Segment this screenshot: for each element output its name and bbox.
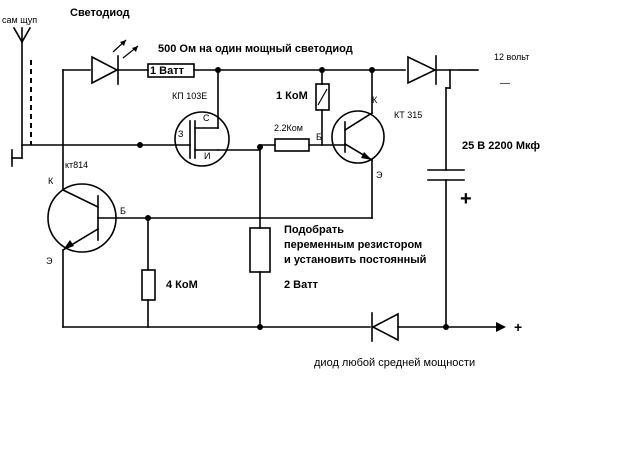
label-fet: КП 103Е bbox=[172, 91, 207, 101]
label-kt814-k: К bbox=[48, 176, 54, 186]
label-plus: + bbox=[514, 319, 522, 335]
label-kt315-e: Э bbox=[376, 170, 383, 180]
label-led: Светодиод bbox=[70, 7, 130, 19]
label-12-volt: 12 вольт bbox=[494, 52, 529, 62]
label-kt315-b: Б bbox=[316, 132, 322, 142]
resistor-4k bbox=[141, 217, 156, 328]
label-1-watt: 1 Ватт bbox=[150, 65, 185, 77]
resistor-500-ohm bbox=[147, 63, 373, 78]
label-pick-2: переменным резистором bbox=[284, 239, 422, 251]
label-probe: сам щуп bbox=[2, 15, 37, 25]
resistor-1k bbox=[315, 69, 330, 146]
label-kt814-e: Э bbox=[46, 256, 53, 266]
junction-dot bbox=[145, 215, 151, 221]
label-pick-1: Подобрать bbox=[284, 224, 344, 236]
label-12-volt-minus: — bbox=[500, 78, 510, 89]
label-4kom: 4 КоМ bbox=[166, 279, 198, 291]
led-symbol bbox=[91, 39, 149, 85]
arrow-plus bbox=[496, 322, 506, 332]
resistor-adjust bbox=[249, 149, 271, 328]
transistor-kt315 bbox=[331, 69, 385, 219]
label-fet-drain: С bbox=[203, 113, 210, 123]
fet-kp103e bbox=[174, 69, 261, 167]
label-kt315-k: К bbox=[372, 95, 378, 105]
label-fet-source: И bbox=[204, 151, 210, 161]
diode-bottom bbox=[371, 312, 447, 342]
resistor-2-2k bbox=[259, 138, 346, 152]
label-2-2kom: 2.2Ком bbox=[274, 123, 303, 133]
label-1kom: 1 КоМ bbox=[276, 90, 308, 102]
label-kt315: КТ 315 bbox=[394, 110, 422, 120]
label-2-watt: 2 Ватт bbox=[284, 279, 319, 291]
label-pick-3: и установить постоянный bbox=[284, 254, 426, 266]
label-kt814-b: Б bbox=[120, 206, 126, 216]
capacitor-2200 bbox=[427, 87, 465, 328]
antenna-probe bbox=[11, 26, 32, 167]
label-kt814: кт814 bbox=[65, 160, 88, 170]
label-led-resistor: 500 Ом на один мощный светодиод bbox=[158, 43, 353, 55]
label-diode-note: диод любой средней мощности bbox=[314, 357, 475, 369]
diode-12v bbox=[371, 55, 479, 89]
label-capacitor: 25 В 2200 Мкф bbox=[462, 140, 540, 152]
label-fet-gate: З bbox=[178, 129, 183, 139]
label-cap-plus: + bbox=[460, 188, 472, 210]
transistor-kt814 bbox=[47, 183, 373, 328]
junction-dot bbox=[257, 144, 263, 150]
